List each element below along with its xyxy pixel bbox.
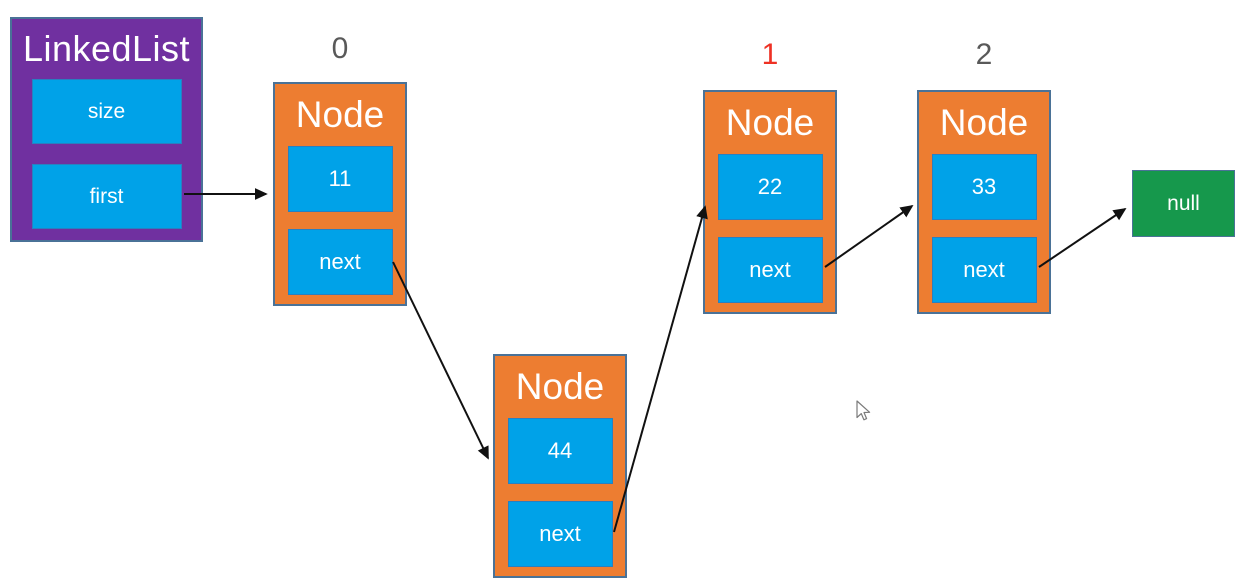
arrow-node0-next-to-node44 <box>392 261 489 460</box>
arrow-node2-next-to-null <box>1038 207 1127 268</box>
index-label-0: 0 <box>331 32 349 65</box>
node-2-box: Node 33 next <box>917 90 1051 314</box>
node-1-value: 22 <box>717 154 823 220</box>
linkedlist-first-field: first <box>31 164 182 229</box>
node-1-title: Node <box>725 102 815 143</box>
node-2-value: 33 <box>931 154 1037 220</box>
node-0-box: Node 11 next <box>273 82 407 306</box>
node-0-next-field: next <box>287 229 393 295</box>
linkedlist-size-field: size <box>31 79 182 144</box>
node-44-next-field: next <box>507 501 613 567</box>
arrow-node44-next-to-node1 <box>613 205 708 533</box>
node-44-value: 44 <box>507 418 613 484</box>
mouse-cursor-icon <box>856 400 871 421</box>
node-0-title: Node <box>295 94 385 135</box>
linkedlist-title: LinkedList <box>22 28 191 69</box>
node-44-title: Node <box>515 366 605 407</box>
arrow-node1-next-to-node2 <box>824 204 914 268</box>
linkedlist-box: LinkedList size first <box>10 17 203 242</box>
node-2-next-field: next <box>931 237 1037 303</box>
node-44-box: Node 44 next <box>493 354 627 578</box>
node-1-next-field: next <box>717 237 823 303</box>
node-2-title: Node <box>939 102 1029 143</box>
null-box: null <box>1132 170 1235 237</box>
node-0-value: 11 <box>287 146 393 212</box>
node-1-box: Node 22 next <box>703 90 837 314</box>
index-label-1: 1 <box>761 38 779 71</box>
index-label-2: 2 <box>975 38 993 71</box>
